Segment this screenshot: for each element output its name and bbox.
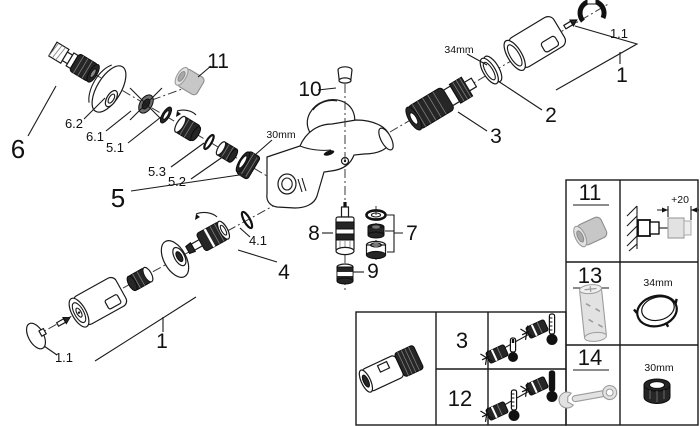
- callout-5-3: 5.3: [148, 164, 166, 179]
- callout-9: 9: [367, 260, 379, 283]
- extension-diagram: +20: [626, 194, 699, 252]
- part-mousseur-7: [365, 209, 387, 260]
- part-escutcheon-6-1: [88, 64, 127, 113]
- spout-outlet: [277, 173, 297, 195]
- callout-6-2: 6.2: [65, 116, 83, 131]
- callout-5: 5: [111, 183, 125, 213]
- tool-dim-34mm: 34mm: [643, 277, 672, 289]
- tool-dim-30mm: 30mm: [644, 362, 673, 374]
- callout-1-bottom: 1: [156, 330, 168, 353]
- part-check-valve-5-3: [174, 109, 202, 142]
- part-seal-5-1: [159, 106, 173, 124]
- part-handle-screw-top: [563, 19, 578, 30]
- part-diverter-4: [185, 211, 231, 255]
- part-grey-cap-11: [174, 66, 205, 96]
- part-oring-4-1: [240, 210, 254, 230]
- service-cartridge-image: [358, 345, 424, 393]
- leader-lines: [27, 25, 639, 362]
- part-handle-cap-1-1-top: [577, 0, 607, 23]
- callout-3: 3: [490, 125, 502, 148]
- callout-5-1: 5.1: [106, 140, 124, 155]
- part-adapter-bottom: [126, 266, 154, 292]
- part-escutcheon-bottom: [160, 240, 190, 278]
- callout-1-top: 1: [616, 64, 628, 87]
- service-ref-3: 3: [456, 328, 468, 353]
- service-icons-row-3: [478, 313, 559, 368]
- tool-ref-14: 14: [578, 345, 602, 370]
- dim-30mm: 30mm: [266, 129, 295, 141]
- part-s-union-6-2: [47, 41, 100, 83]
- extension-dim: +20: [671, 194, 689, 206]
- tool-wrench-icon: [558, 384, 618, 409]
- callout-6-1: 6.1: [86, 129, 104, 144]
- body-slot: [323, 150, 335, 156]
- part-thermostat-cartridge-3: [405, 76, 478, 131]
- part-nut-30mm: [235, 151, 261, 180]
- callout-1-1-top: 1.1: [610, 26, 628, 41]
- callout-5-2: 5.2: [168, 174, 186, 189]
- dim-34mm: 34mm: [444, 44, 473, 56]
- part-superseded-x: [129, 87, 163, 121]
- tool-table: 11 +20 13: [558, 179, 699, 426]
- faucet-body: [266, 99, 394, 209]
- part-outlet-adapter-9: [336, 263, 354, 285]
- callout-6: 6: [11, 134, 25, 164]
- callout-4: 4: [278, 261, 290, 284]
- callout-10: 10: [298, 78, 321, 101]
- callout-7: 7: [406, 222, 418, 245]
- tool-ref-11: 11: [579, 180, 602, 205]
- tool-socket-icon: [579, 284, 607, 342]
- tool-table-border: [565, 179, 699, 426]
- part-shroud-ring-2: [479, 55, 503, 85]
- part-handle-1-bottom: [68, 276, 128, 328]
- part-handle-screw-bottom: [55, 316, 71, 327]
- service-icons-row-12: [478, 370, 559, 425]
- part-plug-10: [337, 66, 353, 84]
- tool-grey-cap-icon: [573, 216, 608, 248]
- part-handle-1-top: [503, 16, 567, 72]
- callout-4-1: 4.1: [249, 233, 267, 248]
- callout-labels: 10 11 6 6.2 6.1 5.1 5.3 5.2 5 30mm 34mm …: [11, 26, 628, 365]
- callout-8: 8: [308, 222, 320, 245]
- callout-11: 11: [207, 50, 229, 73]
- service-ref-12: 12: [448, 386, 472, 411]
- callout-2: 2: [545, 104, 557, 127]
- part-diverter-cartridge-8: [335, 202, 355, 256]
- part-handle-cap-1-1-bottom: [25, 322, 48, 350]
- part-oring-left: [203, 133, 215, 151]
- tool-ref-13: 13: [578, 263, 602, 288]
- nut-30mm-icon: [643, 378, 671, 404]
- ring-34mm-icon: [633, 294, 678, 328]
- service-table: 3 12: [355, 311, 567, 426]
- callout-1-1-bottom: 1.1: [55, 350, 73, 365]
